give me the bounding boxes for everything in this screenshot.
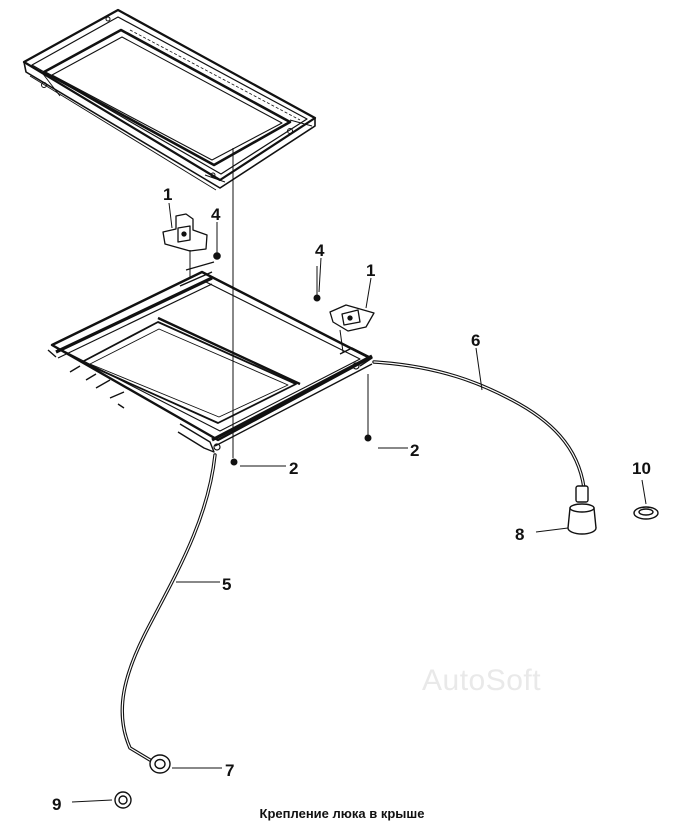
bracket-right xyxy=(329,304,375,332)
callout-labels: 1 4 4 1 6 2 2 10 8 5 7 9 xyxy=(52,185,651,814)
callout-2-right: 2 xyxy=(410,441,419,460)
callout-4-right: 4 xyxy=(315,241,325,260)
callout-2-center: 2 xyxy=(289,459,298,478)
callout-9: 9 xyxy=(52,795,61,814)
callout-4-left: 4 xyxy=(211,205,221,224)
callout-10: 10 xyxy=(632,459,651,478)
figure-caption: Крепление люка в крыше xyxy=(259,806,425,821)
glass-panel xyxy=(22,8,317,191)
callout-1-right: 1 xyxy=(366,261,375,280)
sunroof-frame xyxy=(47,261,373,453)
callout-1-left: 1 xyxy=(163,185,172,204)
outlet-rear xyxy=(567,485,597,535)
drain-hose-rear xyxy=(372,360,586,490)
watermark-text: AutoSoft xyxy=(422,664,542,697)
callout-7: 7 xyxy=(225,761,234,780)
leader-lines xyxy=(71,202,647,803)
assembly-guide-lines xyxy=(189,148,369,458)
callout-6: 6 xyxy=(471,331,480,350)
grommet-10 xyxy=(633,506,659,520)
drain-hose-front xyxy=(120,453,217,762)
callout-8: 8 xyxy=(515,525,524,544)
grommet-9 xyxy=(114,791,132,809)
screws xyxy=(213,252,372,466)
bracket-left xyxy=(162,213,208,252)
callout-5: 5 xyxy=(222,575,231,594)
outlet-front xyxy=(149,754,171,774)
